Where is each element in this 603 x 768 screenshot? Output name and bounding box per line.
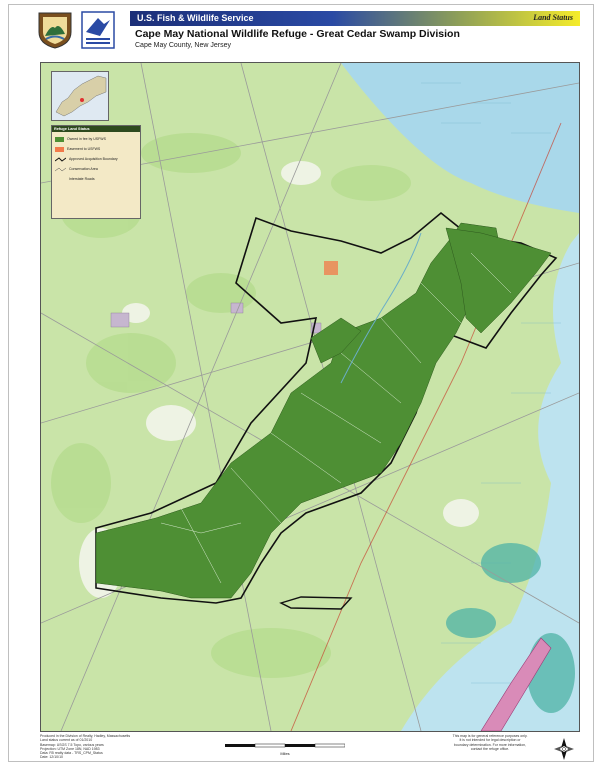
parcel-lines bbox=[160, 252, 512, 584]
legend-line-conservation bbox=[55, 167, 66, 171]
map-credits: Produced in the Division of Realty, Hadl… bbox=[40, 734, 170, 760]
legend-label: Conservation Area bbox=[69, 167, 98, 171]
acquisition-boundary-east bbox=[279, 596, 353, 610]
map-canvas[interactable] bbox=[41, 63, 579, 731]
easement-parcel bbox=[324, 261, 338, 275]
fws-shield-icon bbox=[38, 12, 72, 49]
map-disclaimer: This map is for general reference purpos… bbox=[440, 734, 540, 751]
legend-item: Interstate Roads bbox=[55, 176, 137, 182]
disclaimer-line: contact the refuge office. bbox=[470, 746, 510, 751]
map-title: Cape May National Wildlife Refuge - Grea… bbox=[135, 28, 460, 40]
stream bbox=[340, 232, 422, 384]
marsh-hatching bbox=[421, 82, 561, 684]
map-subtitle: Cape May County, New Jersey bbox=[135, 42, 231, 49]
map-status-label: Land Status bbox=[533, 13, 573, 22]
scale-label: Miles bbox=[280, 751, 289, 756]
barrier-island-town bbox=[480, 637, 552, 731]
legend-line-boundary bbox=[55, 156, 66, 162]
legend-label: Easement to USFWS bbox=[67, 147, 101, 151]
map-legend: Refuge Land Status Owned in fee by USFWS… bbox=[51, 125, 141, 219]
scale-bar: Miles bbox=[225, 743, 345, 756]
legend-label: Interstate Roads bbox=[69, 177, 95, 181]
title-bar bbox=[130, 11, 580, 26]
credit-line: Basemap: USGS 7.5 Topo, various years bbox=[40, 742, 104, 747]
disclaimer-line: It is not intended for legal description… bbox=[459, 738, 521, 743]
map-area[interactable]: Refuge Land Status Owned in fee by USFWS… bbox=[40, 62, 580, 732]
upper-bay-water bbox=[341, 63, 579, 213]
legend-swatch-easement bbox=[55, 146, 64, 152]
credit-line: Produced in the Division of Realty, Hadl… bbox=[40, 734, 131, 738]
legend-item: Owned in fee by USFWS bbox=[55, 136, 137, 142]
disclaimer-line: This map is for general reference purpos… bbox=[452, 734, 528, 738]
inset-locator-map bbox=[51, 71, 109, 121]
credit-line: Data: R5 realty data - TRS_CPM_Status bbox=[40, 751, 103, 756]
legend-item: Conservation Area bbox=[55, 166, 137, 172]
legend-label: Owned in fee by USFWS bbox=[67, 137, 106, 141]
refuge-system-logo-icon bbox=[81, 11, 115, 49]
credit-line: Land status current as of 01/2010 bbox=[40, 738, 93, 743]
legend-title: Refuge Land Status bbox=[52, 126, 140, 132]
marsh-areas bbox=[446, 543, 575, 713]
legend-item: Approved Acquisition Boundary bbox=[55, 156, 137, 162]
disclaimer-line: boundary determination. For more informa… bbox=[453, 742, 527, 747]
legend-item: Easement to USFWS bbox=[55, 146, 137, 152]
north-arrow-icon bbox=[554, 738, 574, 760]
credit-line: Projection: UTM Zone 18N, NAD 1983 bbox=[40, 746, 100, 751]
credit-line: Date: 12/10/10 bbox=[40, 755, 63, 760]
agency-name: U.S. Fish & Wildlife Service bbox=[137, 13, 254, 23]
legend-spacer bbox=[55, 177, 66, 182]
legend-swatch-owned bbox=[55, 136, 64, 142]
legend-label: Approved Acquisition Boundary bbox=[69, 157, 118, 161]
